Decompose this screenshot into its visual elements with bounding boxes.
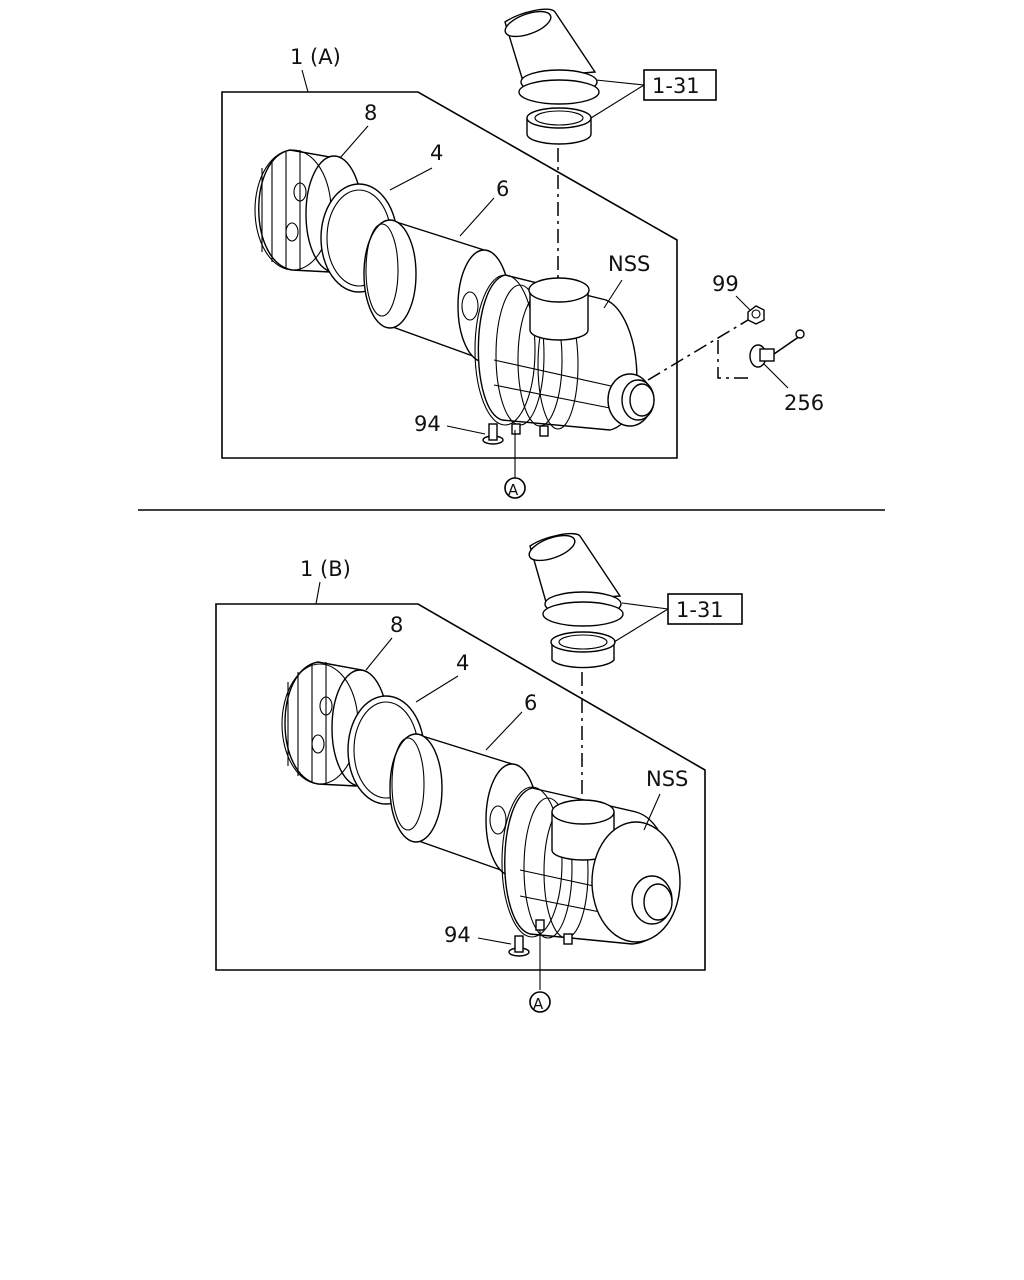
view-marker-b (529, 991, 551, 1013)
bolt-label-b: 94 (444, 923, 471, 947)
bolt-a (482, 423, 504, 445)
inlet-elbow-a (504, 8, 600, 105)
assembly-b-frame (215, 603, 706, 971)
assembly-b-title: 1 (B) (300, 557, 351, 581)
bolt-b (508, 935, 530, 957)
cover-label-a: 8 (364, 101, 377, 125)
nut-label-a: 99 (712, 272, 739, 296)
view-marker-a (504, 477, 526, 499)
indicator-a (749, 329, 805, 368)
clamp-ref-label-a: 1-31 (652, 74, 700, 98)
element-label-a: 6 (496, 177, 509, 201)
view-marker-label-b: A (533, 995, 544, 1013)
element-label-b: 6 (524, 691, 537, 715)
housing-a (474, 274, 655, 437)
clamp-ref-label-b: 1-31 (676, 598, 724, 622)
assembly-b: 1 (B) 1-31 (215, 532, 743, 1013)
gasket-label-a: 4 (430, 141, 443, 165)
indicator-label-a: 256 (784, 391, 824, 415)
assembly-a-frame (221, 91, 678, 459)
sleeve-a (526, 107, 592, 145)
sleeve-b (550, 631, 616, 669)
nut-a (747, 305, 765, 325)
inlet-elbow-b (528, 532, 624, 627)
assembly-a-title: 1 (A) (290, 45, 341, 69)
gasket-label-b: 4 (456, 651, 469, 675)
assembly-a: 1 (A) 1-31 (221, 8, 824, 499)
cover-label-b: 8 (390, 613, 403, 637)
view-marker-label-a: A (508, 481, 519, 499)
nss-label-a: NSS (608, 252, 650, 276)
housing-b (501, 786, 681, 945)
bolt-label-a: 94 (414, 412, 441, 436)
nss-label-b: NSS (646, 767, 688, 791)
